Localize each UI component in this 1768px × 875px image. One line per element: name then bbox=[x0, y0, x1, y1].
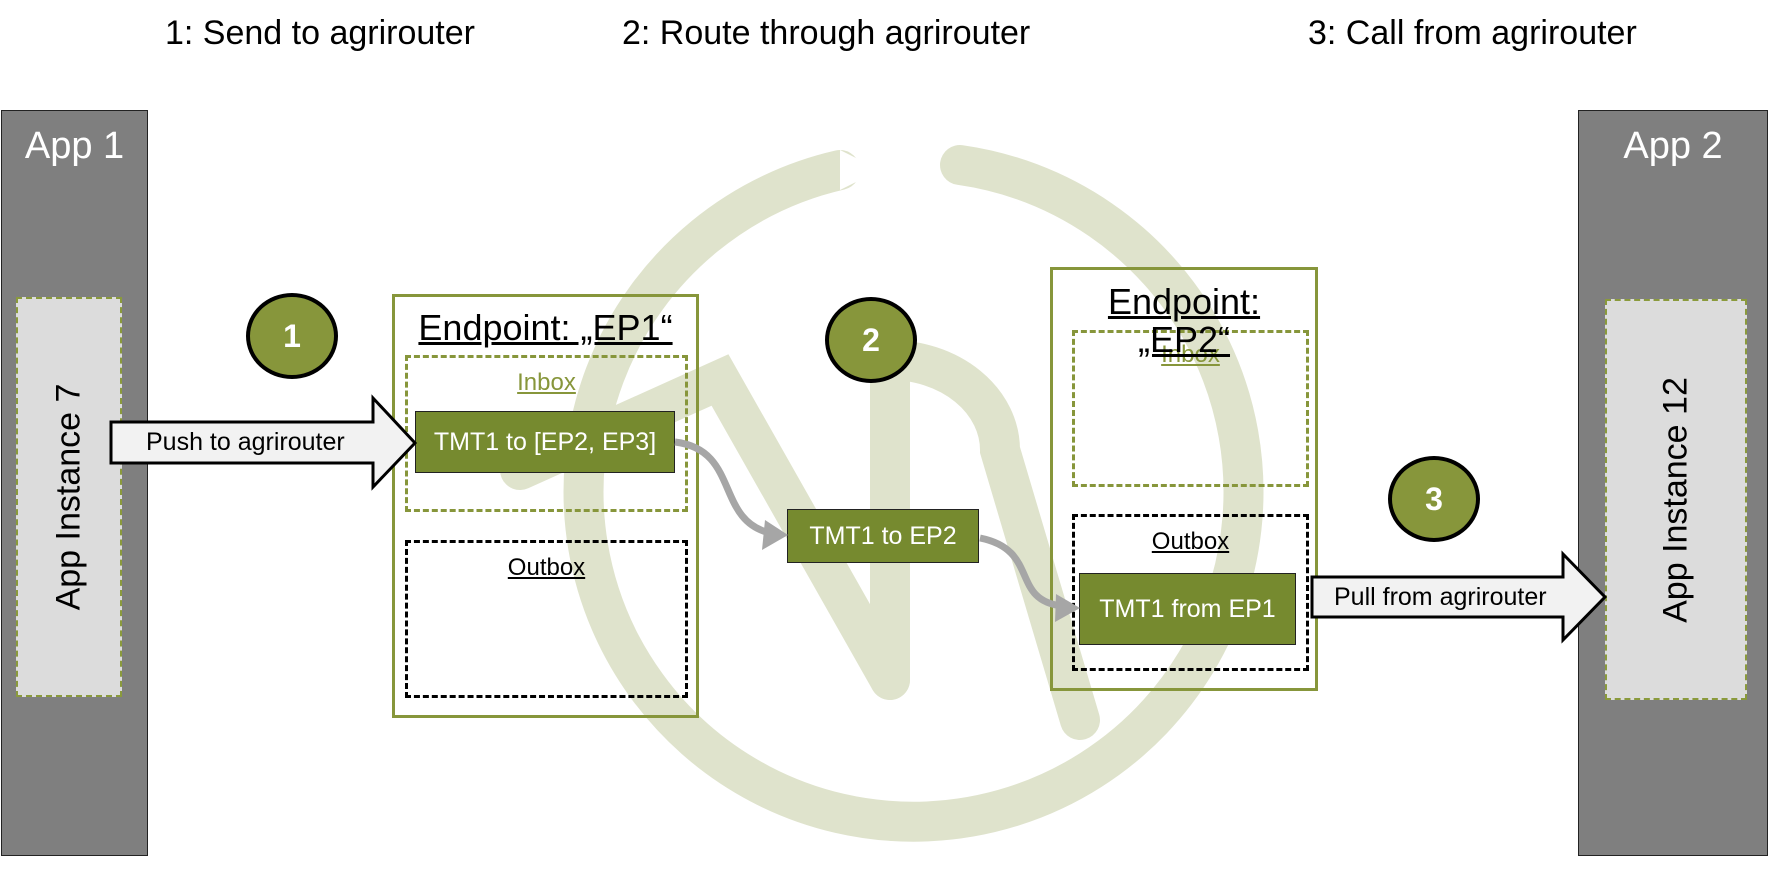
ep2-outbox: Outbox bbox=[1072, 514, 1309, 671]
endpoint-ep1-title: Endpoint: „EP1“ bbox=[418, 307, 673, 348]
app-2-column: App 2 App Instance 12 bbox=[1578, 110, 1768, 856]
step-1-title: 1: Send to agrirouter bbox=[165, 14, 475, 52]
step-3-title: 3: Call from agrirouter bbox=[1308, 14, 1637, 52]
app-instance-7[interactable]: App Instance 7 bbox=[16, 297, 122, 697]
ep1-outbox-label: Outbox bbox=[507, 554, 586, 581]
ep1-message-tmt1[interactable]: TMT1 to [EP2, EP3] bbox=[415, 411, 675, 473]
route-curve-2 bbox=[979, 534, 1063, 610]
pull-arrow-label: Pull from agrirouter bbox=[1334, 583, 1547, 611]
route-curve-1-head bbox=[762, 520, 788, 550]
endpoint-ep2-title-line1: Endpoint: bbox=[1107, 281, 1261, 322]
endpoint-ep2-title-line2: „EP2“ bbox=[1137, 319, 1231, 360]
step-2-badge: 2 bbox=[825, 297, 917, 383]
route-curve-2-head bbox=[1055, 594, 1080, 622]
ep2-inbox: Inbox bbox=[1072, 330, 1309, 487]
endpoint-ep2: Endpoint: Inbox „EP2“ Outbox bbox=[1050, 267, 1318, 691]
pull-arrow-shape bbox=[1310, 550, 1608, 644]
step-3-badge: 3 bbox=[1388, 456, 1480, 542]
ep2-inbox-label: Inbox bbox=[1161, 341, 1220, 368]
push-arrow-label: Push to agrirouter bbox=[146, 428, 345, 456]
endpoint-ep1: Endpoint: „EP1“ Inbox Outbox bbox=[392, 294, 699, 718]
push-arrow-shape bbox=[109, 394, 418, 491]
app-2-title: App 2 bbox=[1623, 125, 1723, 167]
app-instance-12[interactable]: App Instance 12 bbox=[1605, 299, 1747, 700]
ep1-inbox-label: Inbox bbox=[517, 369, 576, 396]
ep2-message-tmt1[interactable]: TMT1 from EP1 bbox=[1079, 573, 1296, 645]
app-1-title: App 1 bbox=[24, 125, 125, 167]
ep1-outbox: Outbox bbox=[405, 540, 688, 698]
routed-message-tmt1[interactable]: TMT1 to EP2 bbox=[787, 509, 979, 563]
route-curve-1 bbox=[674, 438, 771, 537]
ep2-outbox-label: Outbox bbox=[1151, 528, 1230, 555]
step-1-badge: 1 bbox=[246, 293, 338, 379]
app-1-column: App 1 App Instance 7 bbox=[1, 110, 148, 856]
step-2-title: 2: Route through agrirouter bbox=[622, 14, 1031, 52]
